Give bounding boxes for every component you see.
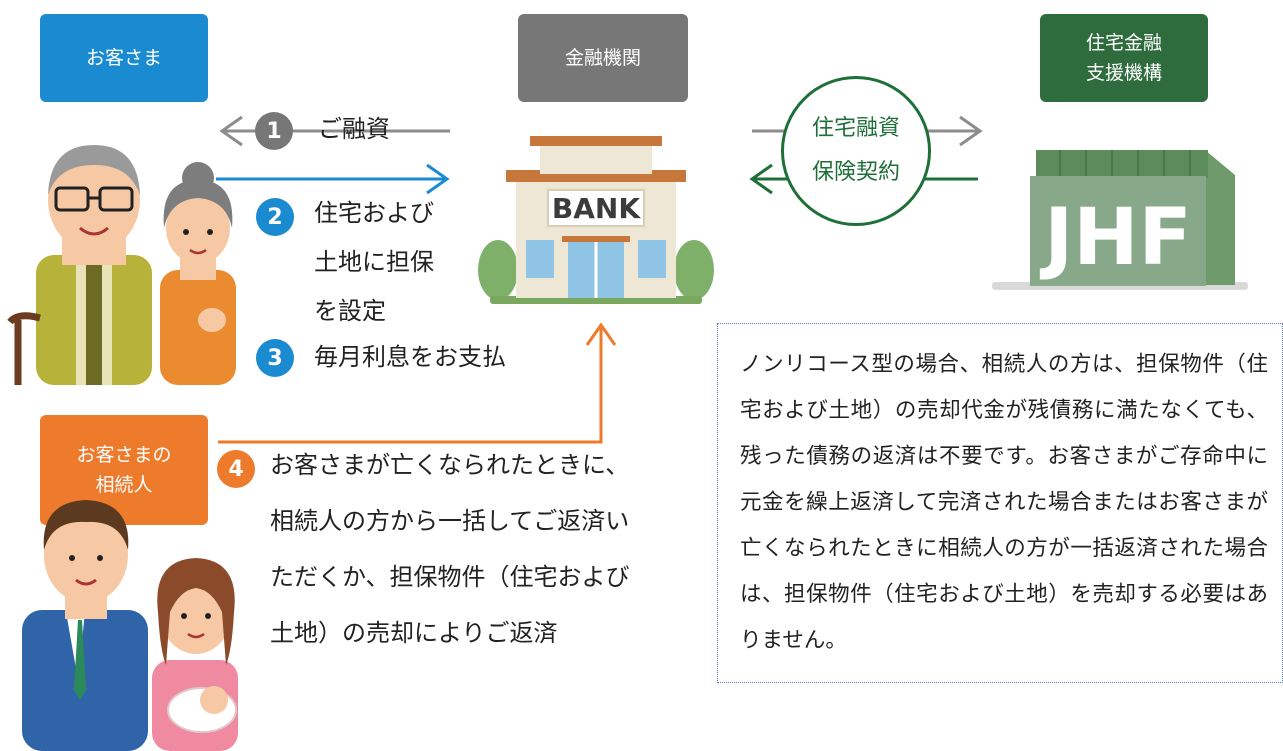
insurance-contract-circle: 住宅融資 保険契約 xyxy=(781,76,931,226)
thf-building-illustration: JHF xyxy=(992,150,1248,290)
customer-label-text: お客さま xyxy=(85,46,162,69)
step-4-line3: ただくか、担保物件（住宅および xyxy=(270,563,630,591)
step-2-line3: を設定 xyxy=(314,297,386,325)
bank-label-text: 金融機関 xyxy=(564,46,641,69)
elderly-couple-illustration xyxy=(7,145,236,385)
thf-label-line2: 支援機構 xyxy=(1085,62,1162,84)
bank-label: 金融機関 xyxy=(518,14,688,102)
step-3-number: 3 xyxy=(256,339,294,377)
step-1-text: ご融資 xyxy=(318,115,390,143)
repayment-arrow xyxy=(218,322,617,444)
thf-sign-text: JHF xyxy=(1039,193,1192,283)
bank-building-illustration: BANK xyxy=(478,136,714,304)
heir-label-line2: 相続人 xyxy=(95,474,153,496)
insurance-line2: 保険契約 xyxy=(811,160,900,185)
thf-label: 住宅金融 支援機構 xyxy=(1040,14,1208,102)
collateral-arrow xyxy=(216,163,450,195)
step-4-line2: 相続人の方から一括してご返済い xyxy=(270,507,630,535)
heir-label-line1: お客さまの xyxy=(76,443,172,466)
step-2-line2: 土地に担保 xyxy=(314,248,434,276)
bank-sign-text: BANK xyxy=(552,192,641,225)
step-2-line1: 住宅および xyxy=(314,199,434,227)
step-2-number: 2 xyxy=(256,198,294,236)
step-3-text: 毎月利息をお支払 xyxy=(314,343,506,371)
step-1-number: 1 xyxy=(255,112,293,150)
nonrecourse-note-text: ノンリコース型の場合、相続人の方は、担保物件（住宅および土地）の売却代金が残債務… xyxy=(740,352,1268,653)
heirs-illustration xyxy=(22,500,238,751)
step-4-number: 4 xyxy=(217,450,255,488)
customer-label: お客さま xyxy=(40,14,208,102)
insurance-line1: 住宅融資 xyxy=(811,116,900,141)
step-4-line1: お客さまが亡くなられたときに、 xyxy=(270,451,630,479)
thf-label-line1: 住宅金融 xyxy=(1085,31,1162,54)
nonrecourse-note-box: ノンリコース型の場合、相続人の方は、担保物件（住宅および土地）の売却代金が残債務… xyxy=(717,323,1283,683)
step-4-line4: 土地）の売却によりご返済 xyxy=(270,619,558,647)
